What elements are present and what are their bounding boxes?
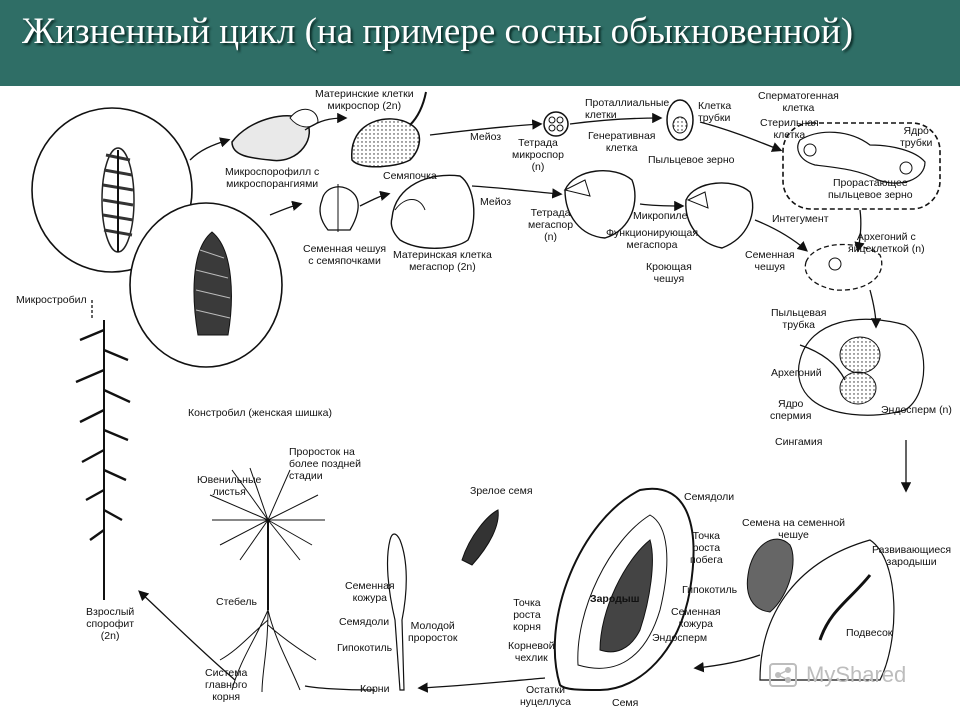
label-microspore-mother-cells: Материнские клетки микроспор (2n) — [315, 88, 414, 112]
pollen-grain-drawing — [666, 99, 694, 141]
label-seed: Семя — [612, 697, 639, 709]
label-pollen-grain: Пыльцевое зерно — [648, 154, 735, 166]
label-functional-megaspore: Функционирующая мегаспора — [606, 227, 699, 251]
label-microspore-tetrad: Тетрада микроспор (n) — [512, 137, 564, 173]
label-meiosis-1: Мейоз — [470, 131, 502, 143]
label-embryo: Зародыш — [590, 593, 640, 605]
label-seed-scale-with-ovules: Семенная чешуя с семяпочками — [303, 243, 387, 267]
label-sterile-cell: Стерильная клетка — [760, 117, 819, 141]
label-root-apex: Точка роста корня — [513, 597, 541, 633]
adult-tree-drawing — [75, 320, 131, 600]
label-juvenile-leaves: Ювенильные листья — [197, 474, 262, 498]
label-roots: Корни — [360, 683, 390, 695]
label-seeds-on-scale: Семена на семенной чешуе — [742, 517, 846, 541]
label-generative-cell: Генеративная клетка — [588, 130, 656, 154]
label-spermatogenous-cell: Сперматогенная клетка — [758, 90, 839, 114]
label-tube-nucleus: Ядро трубки — [900, 125, 933, 149]
label-syngamy: Сингамия — [775, 436, 823, 448]
watermark-text: MyShared — [806, 662, 907, 687]
megaspore-tetrad-drawing — [563, 170, 636, 239]
seeds-on-scale-drawing — [746, 538, 794, 613]
label-archegonium-with-egg: Архегоний с яйцеклеткой (n) — [848, 231, 925, 255]
label-endosperm-n: Эндосперм (n) — [881, 404, 952, 416]
label-germinating-pollen: Прорастающее пыльцевое зерно — [828, 177, 913, 201]
label-integument: Интегумент — [772, 213, 829, 225]
label-suspensor: Подвесок — [846, 627, 893, 639]
watermark: MyShared — [766, 658, 926, 692]
label-cotyledons-seed: Семядоли — [684, 491, 735, 503]
label-prothallial-cells: Проталлиальные клетки — [585, 97, 670, 121]
megastrobil-drawing — [193, 231, 232, 336]
label-endosperm: Эндосперм — [652, 632, 708, 644]
label-tube-cell: Клетка трубки — [698, 100, 732, 124]
life-cycle-diagram — [31, 91, 941, 693]
label-later-seedling: Проросток на более поздней стадии — [289, 446, 361, 482]
young-seedling-drawing — [386, 533, 407, 691]
microsporangium-drawing — [351, 91, 427, 168]
label-sperm-nucleus: Ядро спермия — [770, 398, 812, 422]
label-microstrobil: Микростробил — [16, 294, 87, 306]
label-ovule: Семяпочка — [383, 170, 437, 182]
label-developing-embryos: Развивающиеся зародыши — [872, 544, 952, 568]
ovule-drawing — [390, 174, 475, 249]
label-adult-sporophyte: Взрослый спорофит (2n) — [86, 606, 135, 642]
mature-seed-drawing — [461, 509, 499, 566]
later-seedling-drawing — [209, 467, 325, 693]
label-young-seedling: Молодой проросток — [408, 620, 458, 644]
label-bract-scale: Кроющая чешуя — [646, 261, 692, 285]
label-pollen-tube: Пыльцевая трубка — [771, 307, 827, 331]
label-archegonium: Архегоний — [771, 367, 822, 379]
label-megaspore-tetrad: Тетрада мегаспор (n) — [528, 207, 574, 243]
label-micropyle: Микропиле — [633, 210, 688, 222]
label-seed-scale: Семенная чешуя — [745, 249, 795, 273]
label-seed-coat-seedling: Семенная кожура — [345, 580, 395, 604]
cycle-arrows — [91, 112, 912, 693]
label-stem: Стебель — [216, 596, 257, 608]
label-meiosis-2: Мейоз — [480, 196, 512, 208]
label-main-root-system: Система главного корня — [205, 667, 248, 703]
label-mature-seed: Зрелое семя — [470, 485, 533, 497]
label-shoot-apex: Точка роста побега — [690, 530, 723, 566]
fertilization-drawing — [797, 318, 925, 416]
label-root-cap: Корневой чехлик — [508, 640, 555, 664]
label-nucellus-remains: Остатки нуцеллуса — [520, 684, 571, 708]
seed-section-drawing — [553, 487, 695, 692]
seed-scale-drawing — [319, 184, 359, 232]
microsporophyll-drawing — [231, 108, 319, 162]
label-hypocotyl-seedling: Гипокотиль — [337, 642, 393, 654]
developing-embryos-drawing — [759, 539, 895, 681]
label-cotyledons-seedling: Семядоли — [339, 616, 390, 628]
slide-header: Жизненный цикл (на примере сосны обыкнов… — [0, 0, 960, 86]
label-megastrobil: Констробил (женская шишка) — [188, 407, 332, 419]
slide-title: Жизненный цикл (на примере сосны обыкнов… — [22, 11, 854, 52]
archegonium-ovule — [804, 243, 883, 291]
functional-megaspore-drawing — [685, 182, 754, 249]
label-seed-coat-seed: Семенная кожура — [671, 606, 721, 630]
microstrobil-drawing — [101, 147, 135, 253]
label-megaspore-mother-cell: Материнская клетка мегаспор (2n) — [393, 249, 492, 273]
label-microsporophyll: Микроспорофилл с микроспорангиями — [225, 166, 320, 190]
microspore-tetrad — [543, 111, 569, 137]
share-icon — [769, 663, 797, 687]
label-hypocotyl-seed: Гипокотиль — [682, 584, 738, 596]
